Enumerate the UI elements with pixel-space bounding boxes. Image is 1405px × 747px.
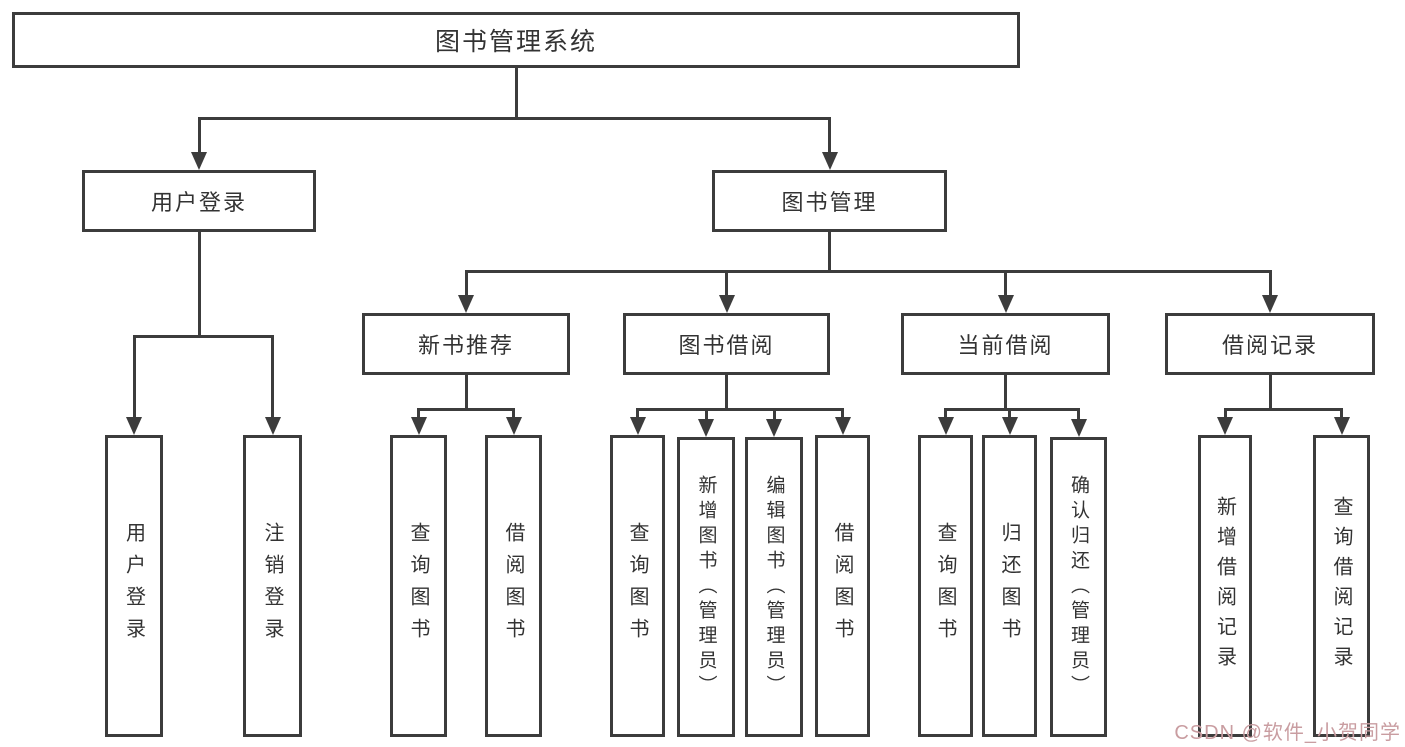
connector-stem <box>828 232 831 273</box>
connector-stem <box>1340 408 1343 419</box>
node-br-add-record: 新增借阅记录 <box>1198 435 1252 737</box>
arrowhead-icon <box>1070 419 1087 437</box>
connector-stem <box>512 408 515 419</box>
arrowhead-icon <box>264 417 281 435</box>
arrowhead-icon <box>821 152 838 170</box>
arrowhead-icon <box>698 419 714 437</box>
node-label: 图书借阅 <box>678 333 775 358</box>
arrowhead-icon <box>997 295 1014 313</box>
connector-stem <box>1268 375 1272 411</box>
node-label: 图书管理 <box>781 190 878 215</box>
node-borrow-records: 借阅记录 <box>1165 313 1375 375</box>
node-bb-query-books: 查询图书 <box>610 435 665 737</box>
node-label: 查询图书 <box>934 522 956 650</box>
node-logout-leaf: 注销登录 <box>243 435 302 737</box>
node-bb-borrow-books: 借阅图书 <box>815 435 870 737</box>
arrowhead-icon <box>1262 295 1278 313</box>
arrowhead-icon <box>1001 417 1018 435</box>
node-label: 新增借阅记录 <box>1213 496 1236 676</box>
node-label: 新书推荐 <box>417 333 514 358</box>
connector-stem <box>271 335 274 419</box>
node-label: 用户登录 <box>122 522 145 650</box>
node-label: 查询图书 <box>407 522 429 650</box>
node-cb-query-books: 查询图书 <box>918 435 973 737</box>
csdn-watermark: CSDN @软件_小贺同学 <box>1174 722 1401 744</box>
node-current-borrow: 当前借阅 <box>901 313 1110 375</box>
connector-stem <box>1268 270 1272 297</box>
node-label: 查询借阅记录 <box>1330 496 1352 676</box>
arrowhead-icon <box>410 417 427 435</box>
connector-stem <box>1077 408 1080 421</box>
arrowhead-icon <box>458 295 474 313</box>
node-rec-borrow-books: 借阅图书 <box>485 435 542 737</box>
arrowhead-icon <box>505 417 522 435</box>
node-br-query-record: 查询借阅记录 <box>1313 435 1370 737</box>
connector-stem <box>1008 408 1011 419</box>
node-label: 注销登录 <box>261 522 283 650</box>
arrowhead-icon <box>126 417 142 435</box>
node-label: 借阅图书 <box>502 522 524 650</box>
node-login-leaf: 用户登录 <box>105 435 163 737</box>
connector-branch <box>417 408 515 411</box>
connector-stem <box>636 408 639 419</box>
node-label: 借阅图书 <box>831 522 853 650</box>
node-book-management: 图书管理 <box>712 170 947 232</box>
arrowhead-icon <box>629 417 646 435</box>
node-label: 当前借阅 <box>957 333 1054 358</box>
connector-stem <box>944 408 947 419</box>
connector-stem <box>725 375 728 411</box>
connector-stem <box>417 408 420 419</box>
node-label: 图书管理系统 <box>434 28 597 56</box>
node-new-book-recommend: 新书推荐 <box>362 313 570 375</box>
node-book-borrow: 图书借阅 <box>623 313 830 375</box>
node-label: 编辑图书（管理员） <box>763 474 785 700</box>
node-label: 新增图书（管理员） <box>695 474 717 700</box>
node-rec-query-books: 查询图书 <box>390 435 447 737</box>
node-label: 确认归还（管理员） <box>1068 474 1089 700</box>
connector-stem <box>197 232 201 338</box>
connector-stem <box>197 117 201 154</box>
arrowhead-icon <box>191 152 207 170</box>
node-root: 图书管理系统 <box>12 12 1020 68</box>
connector-stem <box>772 408 776 421</box>
connector-branch <box>636 408 844 411</box>
node-cb-confirm-return-admin: 确认归还（管理员） <box>1050 437 1107 737</box>
arrowhead-icon <box>1333 417 1350 435</box>
connector-stem <box>1223 408 1227 419</box>
connector-stem <box>514 68 518 120</box>
connector-branch <box>1223 408 1343 411</box>
connector-stem <box>828 117 831 154</box>
arrowhead-icon <box>766 419 782 437</box>
node-bb-add-books-admin: 新增图书（管理员） <box>677 437 735 737</box>
connector-branch <box>944 408 1080 411</box>
connector-stem <box>1004 270 1007 297</box>
connector-stem <box>464 270 468 297</box>
node-user-login: 用户登录 <box>82 170 316 232</box>
node-cb-return-books: 归还图书 <box>982 435 1037 737</box>
connector-stem <box>132 335 136 419</box>
node-bb-edit-books-admin: 编辑图书（管理员） <box>745 437 803 737</box>
arrowhead-icon <box>1217 417 1233 435</box>
node-label: 借阅记录 <box>1221 333 1318 358</box>
connector-stem <box>841 408 844 419</box>
connector-branch <box>464 270 1272 273</box>
connector-branch <box>132 335 274 338</box>
connector-stem <box>1004 375 1007 411</box>
node-label: 用户登录 <box>150 190 247 215</box>
arrowhead-icon <box>937 417 954 435</box>
connector-branch <box>197 117 831 120</box>
connector-stem <box>725 270 728 297</box>
connector-stem <box>704 408 708 421</box>
node-label: 归还图书 <box>998 522 1020 650</box>
connector-stem <box>464 375 468 411</box>
node-label: 查询图书 <box>626 522 648 650</box>
arrowhead-icon <box>834 417 851 435</box>
arrowhead-icon <box>718 295 735 313</box>
